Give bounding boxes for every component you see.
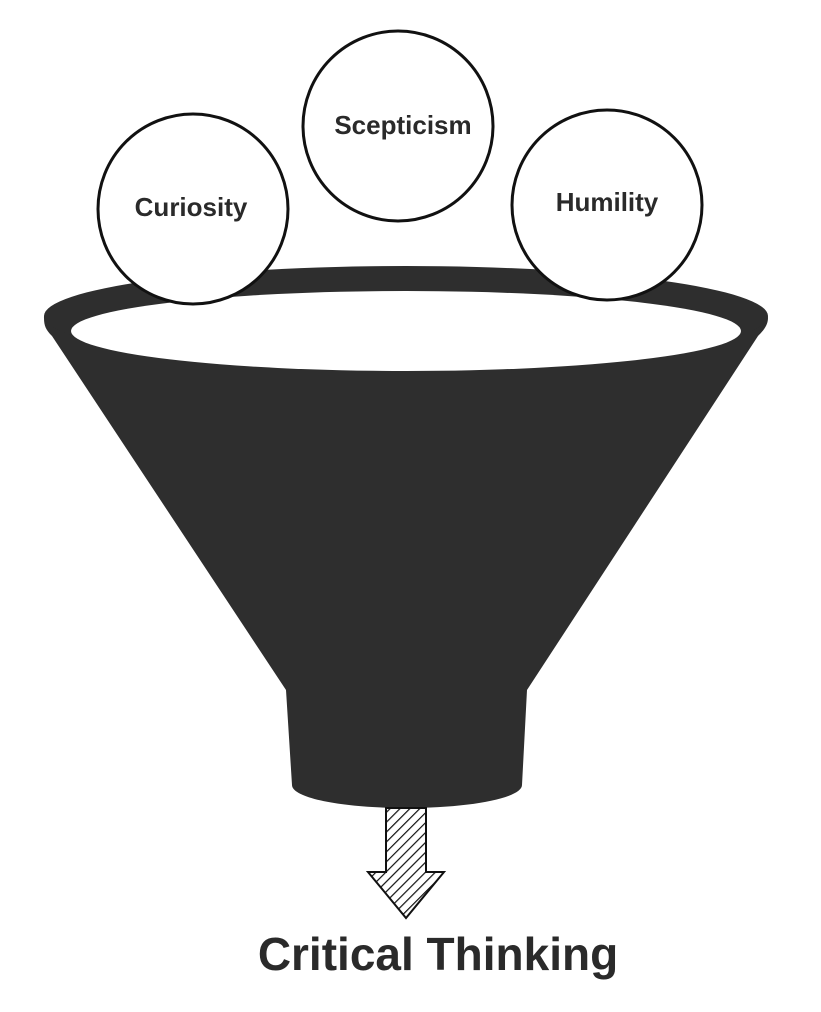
input-label: Curiosity	[135, 192, 248, 222]
output-label: Critical Thinking	[258, 928, 618, 980]
input-curiosity: Curiosity	[96, 112, 290, 306]
input-circle	[96, 112, 290, 306]
input-label: Scepticism	[334, 110, 471, 140]
funnel-opening	[71, 291, 741, 371]
down-arrow-icon	[365, 807, 447, 920]
input-circle	[301, 29, 495, 223]
funnel-body	[44, 280, 768, 808]
input-humility: Humility	[510, 108, 704, 302]
input-circle	[510, 108, 704, 302]
input-scepticism: Scepticism	[301, 29, 495, 223]
input-label: Humility	[556, 187, 659, 217]
